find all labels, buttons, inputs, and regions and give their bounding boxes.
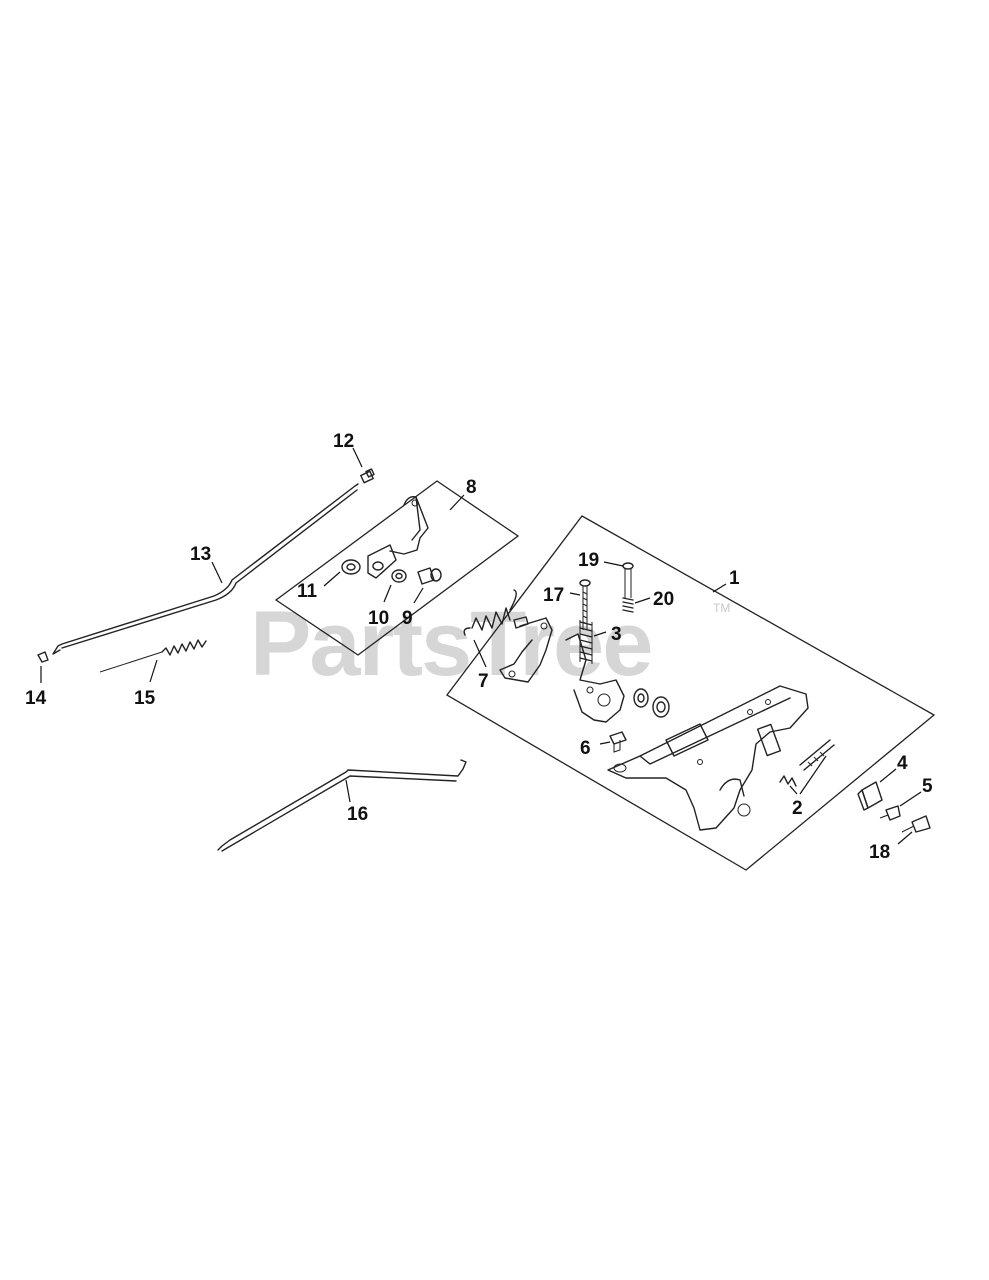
callout-13: 13 [190, 544, 211, 565]
callout-16: 16 [347, 804, 368, 825]
clip-14[interactable] [37, 651, 49, 663]
throttle-lever-8[interactable] [389, 495, 429, 555]
callout-7: 7 [478, 671, 489, 692]
control-bracket[interactable] [607, 685, 809, 831]
bolt-9[interactable] [417, 567, 442, 585]
swivel-10[interactable] [367, 544, 397, 579]
callout-17: 17 [543, 585, 564, 606]
spring-2[interactable] [779, 739, 835, 787]
callout-1: 1 [729, 568, 740, 589]
callout-11: 11 [297, 581, 318, 602]
callout-12: 12 [333, 431, 354, 452]
washers[interactable] [633, 688, 670, 718]
watermark-text: PartsTree [250, 593, 651, 695]
callout-10: 10 [368, 608, 389, 629]
callout-3: 3 [611, 624, 622, 645]
callout-8: 8 [466, 477, 477, 498]
governor-lever[interactable] [565, 633, 625, 723]
governor-rod-16[interactable] [217, 759, 467, 851]
callout-9: 9 [402, 608, 413, 629]
callout-20: 20 [653, 589, 674, 610]
group-frame-8 [274, 480, 520, 656]
callout-18: 18 [869, 842, 890, 863]
callout-2: 2 [792, 798, 803, 819]
callout-15: 15 [134, 688, 156, 709]
leader-lines [40, 447, 922, 845]
callout-6: 6 [580, 738, 591, 759]
callout-5: 5 [922, 776, 933, 797]
choke-lever[interactable] [499, 616, 553, 683]
nut-11[interactable] [341, 559, 361, 575]
screw-6[interactable] [609, 731, 627, 753]
callout-19: 19 [578, 550, 599, 571]
group-frame-1 [446, 515, 936, 871]
callout-14: 14 [25, 688, 47, 709]
spring-7[interactable] [463, 589, 517, 636]
throttle-rod-13[interactable] [52, 483, 359, 655]
washer-10[interactable] [391, 569, 407, 583]
cable-clamp-4[interactable] [857, 781, 883, 811]
watermark-trademark: TM [713, 601, 730, 615]
spring-20[interactable] [622, 597, 634, 613]
screw-18[interactable] [901, 815, 931, 833]
screw-5[interactable] [879, 805, 901, 821]
callout-4: 4 [897, 753, 908, 774]
spring-15[interactable] [99, 639, 207, 673]
rod-clip-12[interactable] [360, 468, 375, 484]
